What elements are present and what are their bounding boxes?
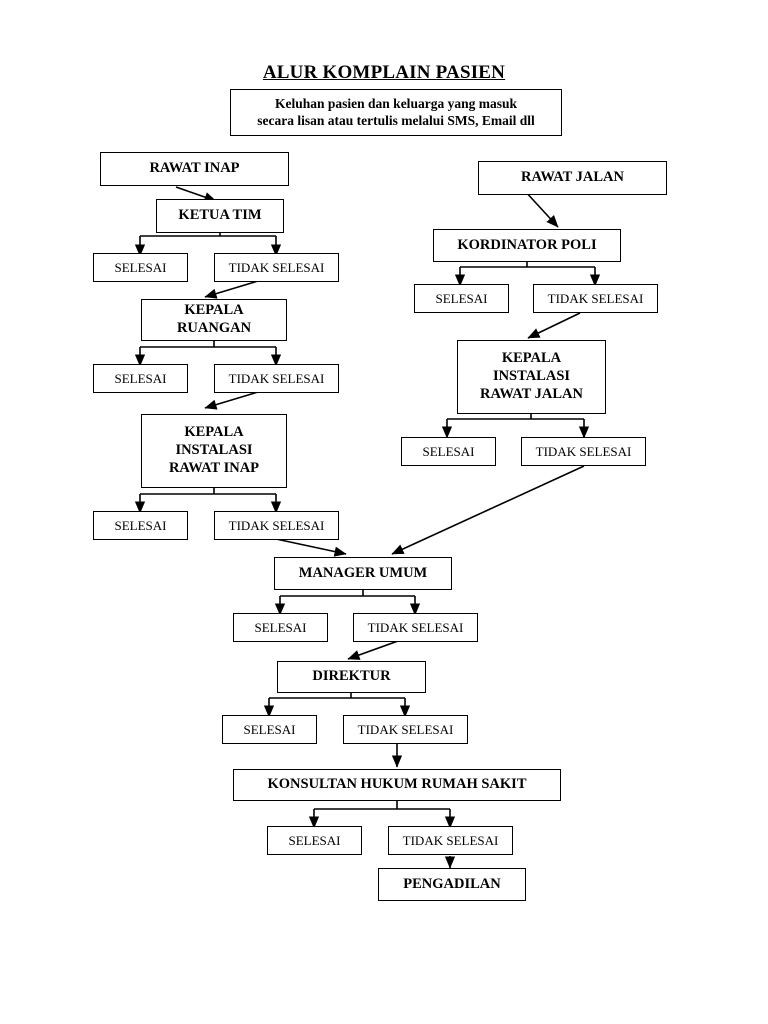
page-title: ALUR KOMPLAIN PASIEN xyxy=(262,62,506,83)
node-tidak-selesai-2: TIDAK SELESAI xyxy=(533,284,658,313)
node-selesai-2: SELESAI xyxy=(414,284,509,313)
node-konsultan-hukum: KONSULTAN HUKUM RUMAH SAKIT xyxy=(233,769,561,801)
node-direktur: DIREKTUR xyxy=(277,661,426,693)
node-pengadilan: PENGADILAN xyxy=(378,868,526,901)
node-selesai-4: SELESAI xyxy=(401,437,496,466)
node-tidak-selesai-4: TIDAK SELESAI xyxy=(521,437,646,466)
node-tidak-selesai-6: TIDAK SELESAI xyxy=(353,613,478,642)
node-selesai-8: SELESAI xyxy=(267,826,362,855)
node-kepala-instalasi-rawat-jalan: KEPALA INSTALASI RAWAT JALAN xyxy=(457,340,606,414)
node-selesai-7: SELESAI xyxy=(222,715,317,744)
node-rawat-inap: RAWAT INAP xyxy=(100,152,289,186)
node-ketua-tim: KETUA TIM xyxy=(156,199,284,233)
node-kordinator-poli: KORDINATOR POLI xyxy=(433,229,621,262)
node-selesai-1: SELESAI xyxy=(93,253,188,282)
node-manager-umum: MANAGER UMUM xyxy=(274,557,452,590)
node-kepala-ruangan: KEPALA RUANGAN xyxy=(141,299,287,341)
node-tidak-selesai-7: TIDAK SELESAI xyxy=(343,715,468,744)
node-kepala-instalasi-rawat-inap: KEPALA INSTALASI RAWAT INAP xyxy=(141,414,287,488)
node-tidak-selesai-1: TIDAK SELESAI xyxy=(214,253,339,282)
node-rawat-jalan: RAWAT JALAN xyxy=(478,161,667,195)
node-tidak-selesai-8: TIDAK SELESAI xyxy=(388,826,513,855)
node-tidak-selesai-3: TIDAK SELESAI xyxy=(214,364,339,393)
node-tidak-selesai-5: TIDAK SELESAI xyxy=(214,511,339,540)
node-selesai-5: SELESAI xyxy=(93,511,188,540)
node-intake: Keluhan pasien dan keluarga yang masuk s… xyxy=(230,89,562,136)
node-selesai-3: SELESAI xyxy=(93,364,188,393)
node-selesai-6: SELESAI xyxy=(233,613,328,642)
